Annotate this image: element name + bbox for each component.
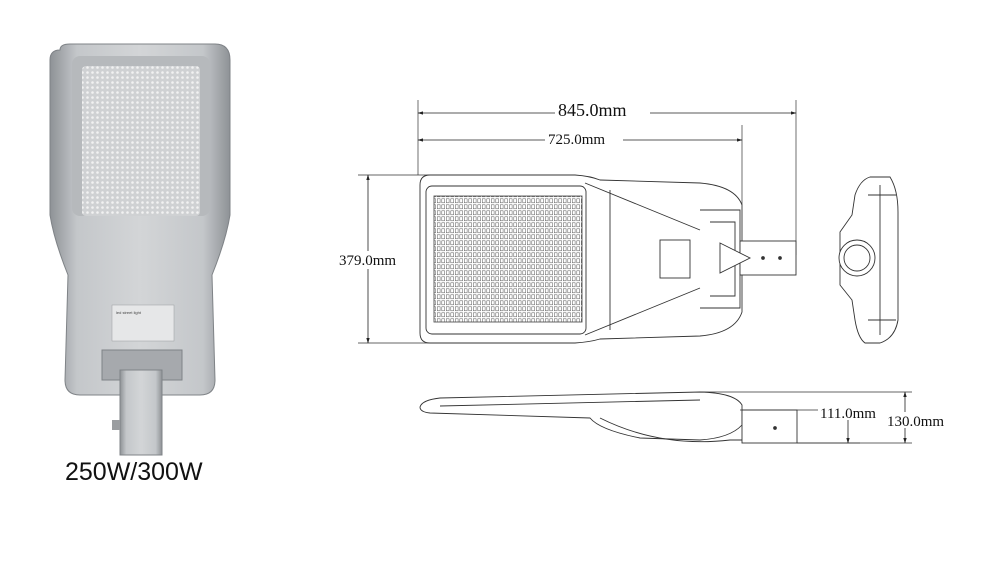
- body-length-dimension: 725.0mm: [417, 125, 743, 205]
- mounting-bracket: [101, 349, 183, 456]
- end-view-drawing: [838, 176, 899, 344]
- width-label: 379.0mm: [339, 253, 396, 269]
- overall-height-dimension: 130.0mm: [700, 391, 954, 444]
- overall-length-label: 845.0mm: [558, 100, 627, 120]
- body-length-label: 725.0mm: [548, 132, 605, 148]
- wattage-caption: 250W/300W: [65, 458, 203, 486]
- width-dimension: 379.0mm: [338, 174, 430, 344]
- overall-length-dimension: 845.0mm: [417, 100, 797, 255]
- product-label-plate: [111, 304, 175, 342]
- top-view-bracket: [719, 240, 797, 276]
- led-array: [82, 66, 200, 216]
- body-height-label: 111.0mm: [820, 406, 876, 422]
- body-height-dimension: 111.0mm: [740, 404, 880, 444]
- top-view-drawing: [419, 174, 743, 344]
- product-label-text: led street light: [116, 310, 142, 315]
- product-photo: led street light: [49, 43, 231, 456]
- overall-height-label: 130.0mm: [887, 414, 944, 430]
- side-view-drawing: [419, 391, 798, 444]
